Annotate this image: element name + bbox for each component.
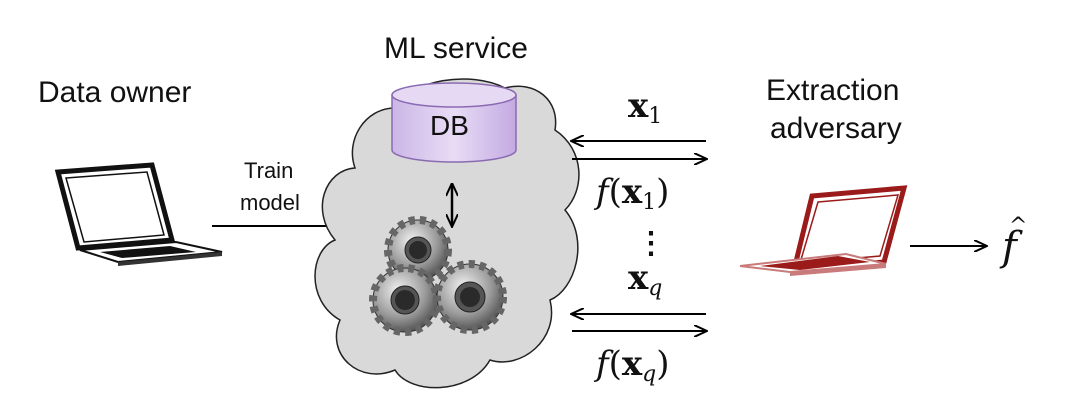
db-label: DB xyxy=(430,110,469,141)
train-label: Train xyxy=(244,158,294,183)
response-q-func: f xyxy=(596,344,609,384)
adversary-label-line1: Extraction xyxy=(766,74,900,107)
ml-service-title: ML service xyxy=(384,32,528,65)
extracted-model-hat: ^ xyxy=(1009,214,1028,239)
db-cylinder-icon xyxy=(391,82,517,163)
response-q-open: ( xyxy=(608,344,622,384)
response-1-close: ) xyxy=(656,172,670,212)
response-1-label: f(x1) xyxy=(596,172,669,215)
query-1-base: x xyxy=(628,86,649,126)
query-1-label: x1 xyxy=(628,86,662,129)
response-1-func: f xyxy=(596,172,609,212)
adversary-laptop-icon xyxy=(739,185,908,276)
query-q-base: x xyxy=(628,258,649,298)
response-q-label: f(xq) xyxy=(596,344,670,387)
adversary-label-line2: adversary xyxy=(770,112,902,145)
query-1-sub: 1 xyxy=(648,104,663,129)
response-1-open: ( xyxy=(608,172,622,212)
response-q-base: x xyxy=(621,344,643,384)
response-q-close: ) xyxy=(656,344,670,384)
gears-icon xyxy=(369,216,507,336)
data-owner-laptop-icon xyxy=(54,162,223,266)
query-q-sub: q xyxy=(648,276,663,301)
model-label: model xyxy=(240,190,300,215)
query-q-label: xq xyxy=(628,258,662,301)
extracted-model-symbol: f xyxy=(1002,224,1017,270)
data-owner-label: Data owner xyxy=(38,76,192,109)
response-q-sub: q xyxy=(642,362,657,387)
response-1-sub: 1 xyxy=(642,190,657,215)
queries-ellipsis: ⋮ xyxy=(636,226,666,261)
extracted-model-label: ^ f xyxy=(1000,214,1030,272)
response-1-base: x xyxy=(621,172,643,212)
